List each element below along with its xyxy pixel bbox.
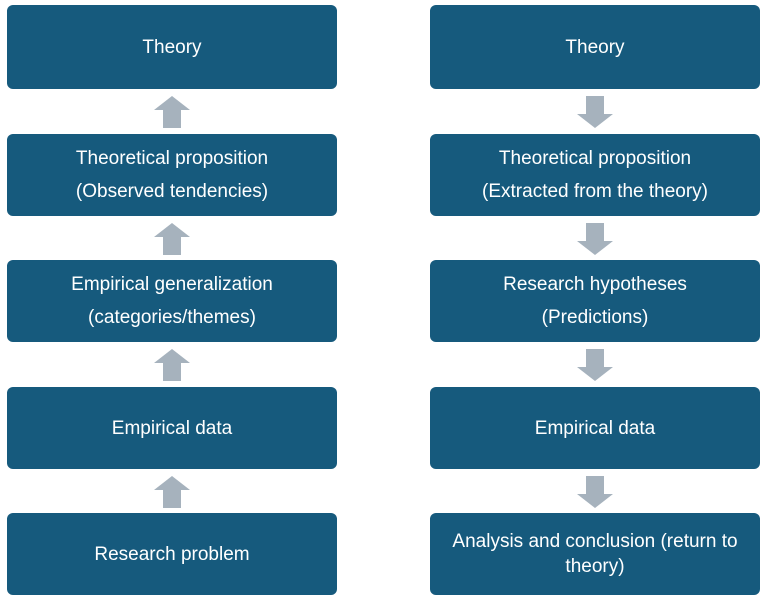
right-box-theory-text: Theory	[565, 36, 625, 58]
down-arrow-icon	[577, 476, 613, 508]
right-box-research-hypotheses-line-1: Research hypotheses	[503, 274, 687, 295]
right-box-theoretical-proposition-line-2: (Extracted from the theory)	[482, 181, 708, 202]
down-arrow-icon	[577, 349, 613, 381]
inductive-column: Theory Theoretical proposition (Observed…	[7, 0, 337, 598]
left-box-research-problem: Research problem	[7, 513, 337, 595]
left-box-theoretical-proposition-line-1: Theoretical proposition	[75, 148, 269, 169]
down-arrow-icon	[577, 223, 613, 255]
left-box-empirical-generalization: Empirical generalization (categories/the…	[7, 260, 337, 342]
right-box-research-hypotheses-line-2: (Predictions)	[541, 307, 649, 328]
left-box-empirical-data-text: Empirical data	[111, 417, 233, 439]
left-box-empirical-data: Empirical data	[7, 387, 337, 469]
left-box-empirical-generalization-line-2: (categories/themes)	[88, 307, 256, 328]
left-box-theory: Theory	[7, 5, 337, 89]
right-box-theoretical-proposition: Theoretical proposition (Extracted from …	[430, 134, 760, 216]
left-box-theoretical-proposition: Theoretical proposition (Observed tenden…	[7, 134, 337, 216]
left-box-empirical-generalization-line-1: Empirical generalization	[71, 274, 273, 295]
deductive-column: Theory Theoretical proposition (Extracte…	[430, 0, 760, 598]
up-arrow-icon	[154, 349, 190, 381]
right-box-analysis-and-conclusion: Analysis and conclusion (return to theor…	[430, 513, 760, 595]
right-box-empirical-data: Empirical data	[430, 387, 760, 469]
right-box-theory: Theory	[430, 5, 760, 89]
left-box-theoretical-proposition-line-2: (Observed tendencies)	[75, 181, 269, 202]
right-box-theoretical-proposition-line-1: Theoretical proposition	[498, 148, 692, 169]
right-box-analysis-and-conclusion-text: Analysis and conclusion (return to theor…	[452, 531, 738, 577]
right-box-empirical-data-text: Empirical data	[534, 417, 656, 439]
up-arrow-icon	[154, 96, 190, 128]
down-arrow-icon	[577, 96, 613, 128]
up-arrow-icon	[154, 223, 190, 255]
up-arrow-icon	[154, 476, 190, 508]
right-box-research-hypotheses: Research hypotheses (Predictions)	[430, 260, 760, 342]
left-box-research-problem-text: Research problem	[94, 543, 250, 565]
left-box-theory-text: Theory	[142, 36, 202, 58]
